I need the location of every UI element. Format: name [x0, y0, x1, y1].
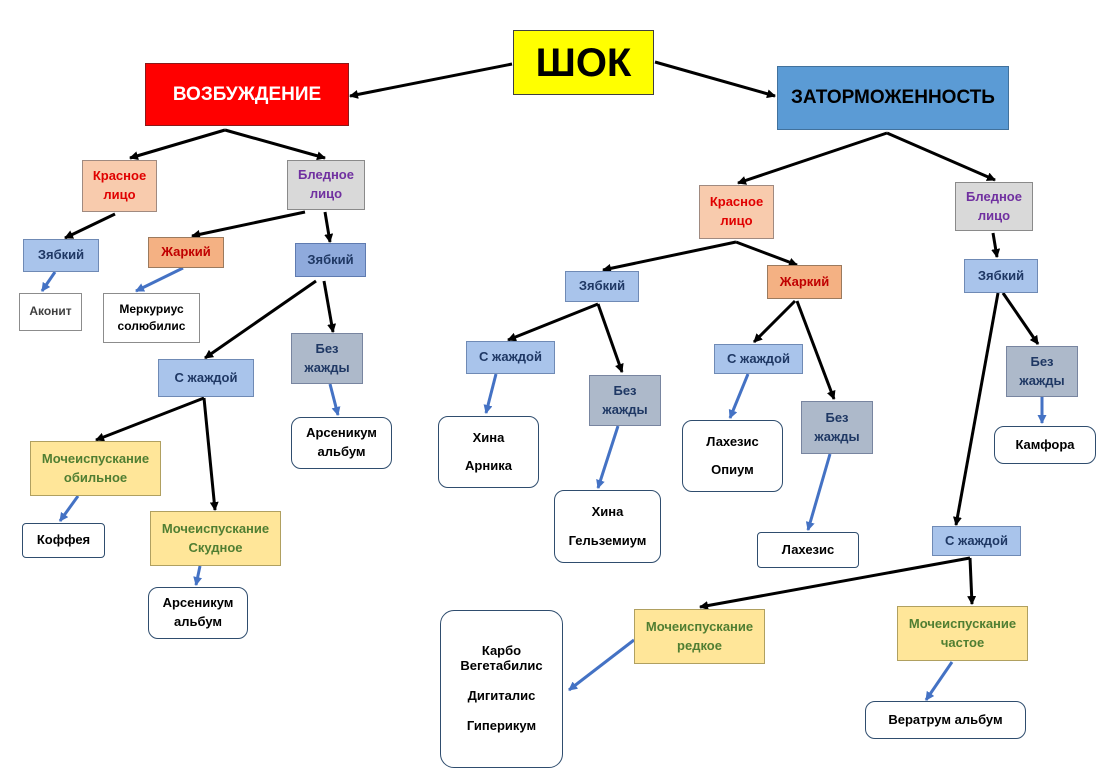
no-thirst-box-right-a: Без жажды [589, 375, 661, 426]
thirst-box-right-c: С жаждой [932, 526, 1021, 556]
arrow-redr-hot [735, 240, 798, 267]
arrow-thirstc-frequent [967, 557, 977, 605]
red-face-box-right: Красное лицо [699, 185, 774, 239]
arrow-hot-merc [135, 266, 184, 293]
arrow-thirsta-china [483, 373, 498, 414]
arrow-chillyr-thirst [507, 302, 599, 342]
carbo-digitalis-hypericum-box: Карбо Вегетабилис Дигиталис Гиперикум [440, 610, 563, 768]
hot-box-right: Жаркий [767, 265, 842, 299]
arrow-stupor-red [737, 131, 888, 185]
arrow-chillyrr-thirst [952, 292, 1000, 526]
hot-box-left: Жаркий [148, 237, 224, 268]
urination-frequent-box: Мочеиспускание частое [897, 606, 1028, 661]
arrow-stupor-pale [886, 131, 996, 182]
thirst-box-right-a: С жаждой [466, 341, 555, 374]
coffea-box: Коффея [22, 523, 105, 558]
arsenicum-box-2: Арсеникум альбум [148, 587, 248, 639]
urination-rare-box: Мочеиспускание редкое [634, 609, 765, 664]
arrow-scanty-ars [193, 565, 203, 586]
veratrum-box: Вератрум альбум [865, 701, 1026, 739]
arrow-redr-chilly [602, 240, 737, 273]
chilly-box-right-b: Зябкий [964, 259, 1038, 293]
chilly-box-right-a: Зябкий [565, 271, 639, 302]
no-thirst-box-right-b: Без жажды [801, 401, 873, 454]
arrow-shock-excitement [349, 62, 513, 99]
excitement-box: ВОЗБУЖДЕНИЕ [145, 63, 349, 126]
arrow-hot-nothirst [795, 300, 836, 400]
merc-sol-box: Меркуриус солюбилис [103, 293, 200, 343]
arrow-chillyr-nothirst [596, 303, 624, 373]
arrow-chilly-nothirst [322, 280, 337, 333]
arrow-rare-carbo [568, 638, 635, 692]
red-face-box-left: Красное лицо [82, 160, 157, 212]
arrow-thirst-scanty [202, 397, 219, 511]
arrow-frequent-veratrum [924, 661, 954, 701]
pale-face-box-right: Бледное лицо [955, 182, 1033, 231]
arrow-thirst-abundant [95, 396, 205, 442]
arrow-chilly-thirst [204, 279, 317, 360]
pale-face-box-left: Бледное лицо [287, 160, 365, 210]
no-thirst-box-left: Без жажды [291, 333, 363, 384]
shock-title: ШОК [513, 30, 654, 95]
china-arnica-box: Хина Арника [438, 416, 539, 488]
camphora-box: Камфора [994, 426, 1096, 464]
arrow-nothirst-ars [328, 383, 341, 416]
arrow-nothirsta-china [596, 425, 620, 489]
arrow-redl-chilly [64, 212, 116, 240]
urination-abundant-box: Мочеиспускание обильное [30, 441, 161, 496]
arrow-chillyrr-nothirst [1001, 292, 1040, 345]
arrow-palerr-chilly [991, 232, 1001, 258]
arrow-abundant-coffea [58, 495, 80, 522]
chilly-box-left-b: Зябкий [295, 243, 366, 277]
arrow-palel-chilly [323, 211, 334, 243]
urination-scanty-box: Мочеиспускание Скудное [150, 511, 281, 566]
arrow-thirstb-lach [728, 373, 750, 419]
arsenicum-box-1: Арсеникум альбум [291, 417, 392, 469]
thirst-box-right-b: С жаждой [714, 344, 803, 374]
no-thirst-box-right-c: Без жажды [1006, 346, 1078, 397]
lachesis-opium-box: Лахезис Опиум [682, 420, 783, 492]
stupor-box: ЗАТОРМОЖЕННОСТЬ [777, 66, 1009, 130]
thirst-box-left: С жаждой [158, 359, 254, 397]
chilly-box-left-a: Зябкий [23, 239, 99, 272]
arrow-nothirstb-lach [805, 453, 832, 531]
arrow-exc-red [129, 128, 226, 161]
arrow-chilly-aconite [40, 271, 57, 292]
arrow-hot-thirst [752, 299, 797, 344]
arrow-thirstc-rare [699, 556, 971, 610]
aconite-box: Аконит [19, 293, 82, 331]
arrow-palel-hot [191, 210, 306, 239]
china-gelsemium-box: Хина Гельземиум [554, 490, 661, 563]
arrow-shock-stupor [654, 60, 776, 99]
lachesis-box: Лахезис [757, 532, 859, 568]
arrow-exc-pale [224, 128, 326, 161]
